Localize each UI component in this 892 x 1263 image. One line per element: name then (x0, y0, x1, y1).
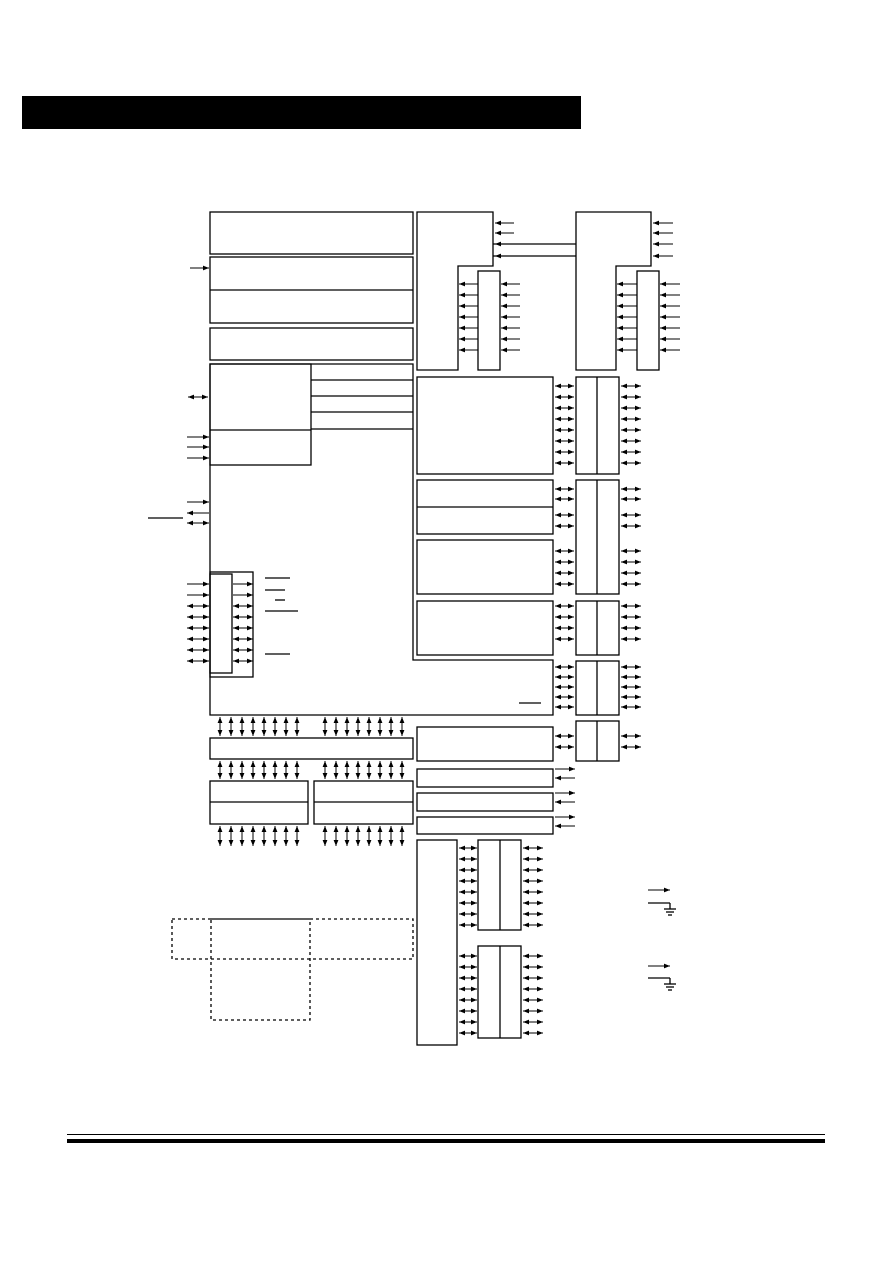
timer-block-2 (575, 211, 652, 371)
bus-block (209, 737, 414, 760)
optional-block-v (210, 918, 311, 1021)
main-processor-outline (209, 363, 554, 716)
port-controller-low (416, 839, 458, 1046)
peripheral-3 (416, 539, 554, 595)
peripheral-9 (416, 816, 554, 835)
cpu-block-3 (209, 327, 414, 361)
footer-rule-thick (67, 1139, 825, 1143)
peripheral-7 (416, 768, 554, 788)
title-bar (22, 96, 581, 129)
peripheral-6 (416, 726, 554, 762)
peripheral-8 (416, 792, 554, 812)
peripheral-1 (416, 376, 554, 475)
sub-block-left (209, 363, 312, 466)
timer-block-1 (416, 211, 494, 371)
peripheral-4 (416, 600, 554, 656)
cpu-block-top (209, 211, 414, 255)
footer-rule (67, 1134, 825, 1135)
optional-block-h (171, 918, 414, 960)
